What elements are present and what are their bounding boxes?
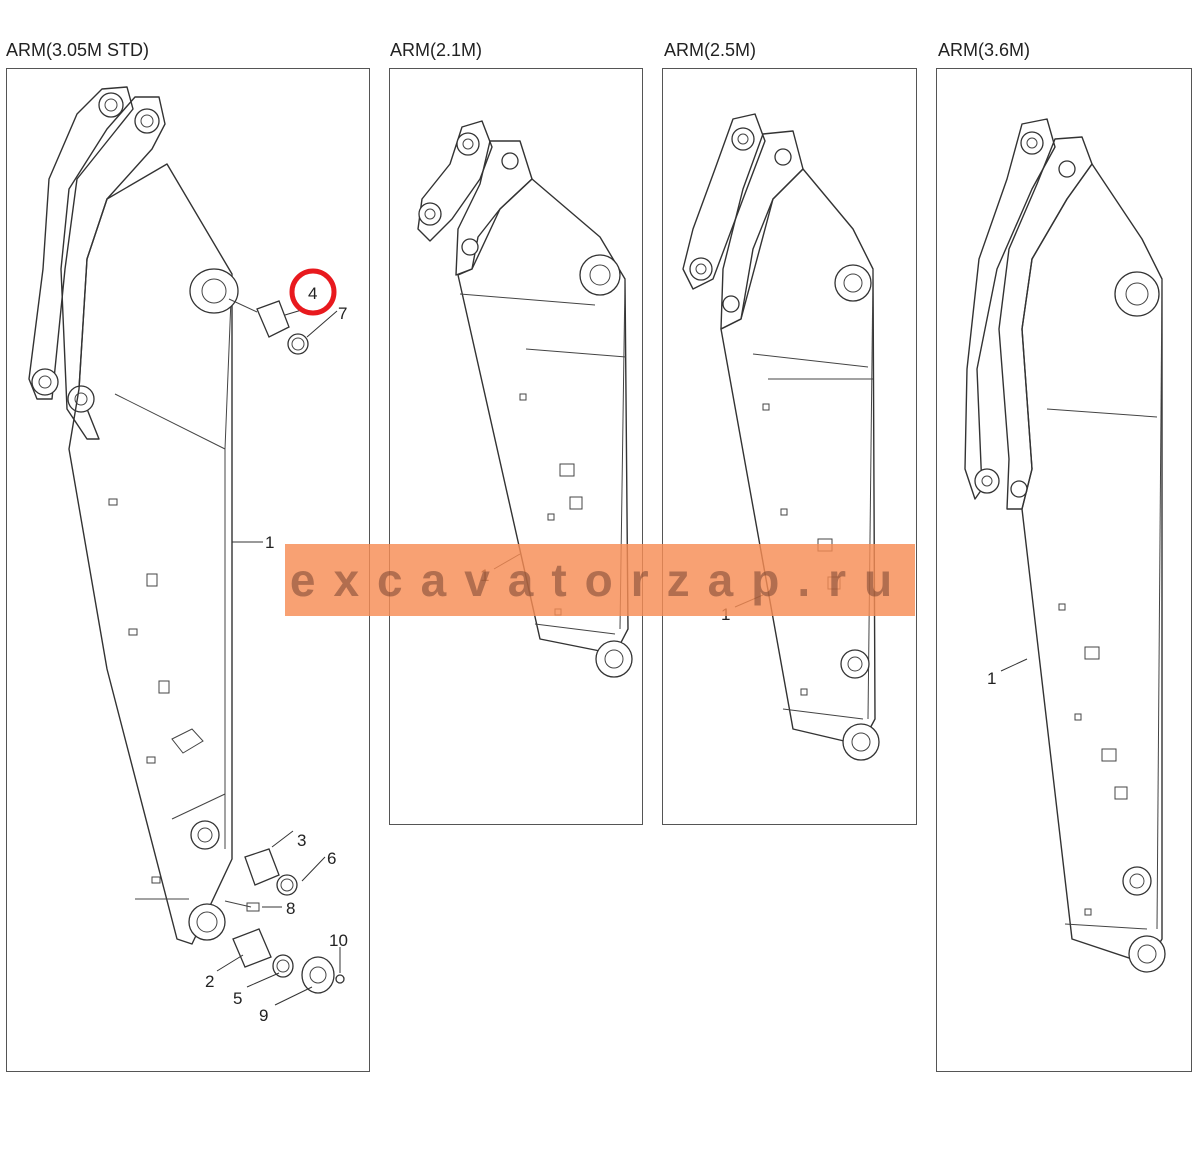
callout-6: 6 [327, 849, 336, 868]
watermark-text: excavatorzap.ru [289, 554, 911, 606]
callout-4: 4 [308, 284, 317, 303]
callout-1-3-6m: 1 [987, 669, 996, 688]
panel-arm-2-5m: 1 [662, 68, 917, 825]
callout-5: 5 [233, 989, 242, 1008]
panel-arm-2-1m: 1 [389, 68, 643, 825]
panel-title-3-6m: ARM(3.6M) [938, 40, 1031, 60]
arm-2-1m-drawing: 1 [417, 120, 633, 678]
arm-2-5m-drawing: 1 [682, 113, 880, 761]
panel-arm-3-6m: 1 [936, 68, 1192, 1072]
panel-title-2-5m: ARM(2.5M) [664, 40, 757, 60]
watermark-banner: excavatorzap.ru [285, 544, 915, 616]
panel-title-2-1m: ARM(2.1M) [390, 40, 483, 60]
callout-9: 9 [259, 1006, 268, 1025]
callout-7: 7 [338, 304, 347, 323]
callout-3: 3 [297, 831, 306, 850]
callout-1: 1 [265, 533, 274, 552]
panel-title-std: ARM(3.05M STD) [6, 40, 150, 60]
callout-10: 10 [329, 931, 348, 950]
callout-2: 2 [205, 972, 214, 991]
arm-std-drawing: 1 2 3 4 5 6 7 8 9 10 [28, 86, 348, 1025]
callout-8: 8 [286, 899, 295, 918]
highlight-ring-part-4 [289, 268, 337, 316]
arm-3-6m-drawing: 1 [964, 118, 1166, 973]
